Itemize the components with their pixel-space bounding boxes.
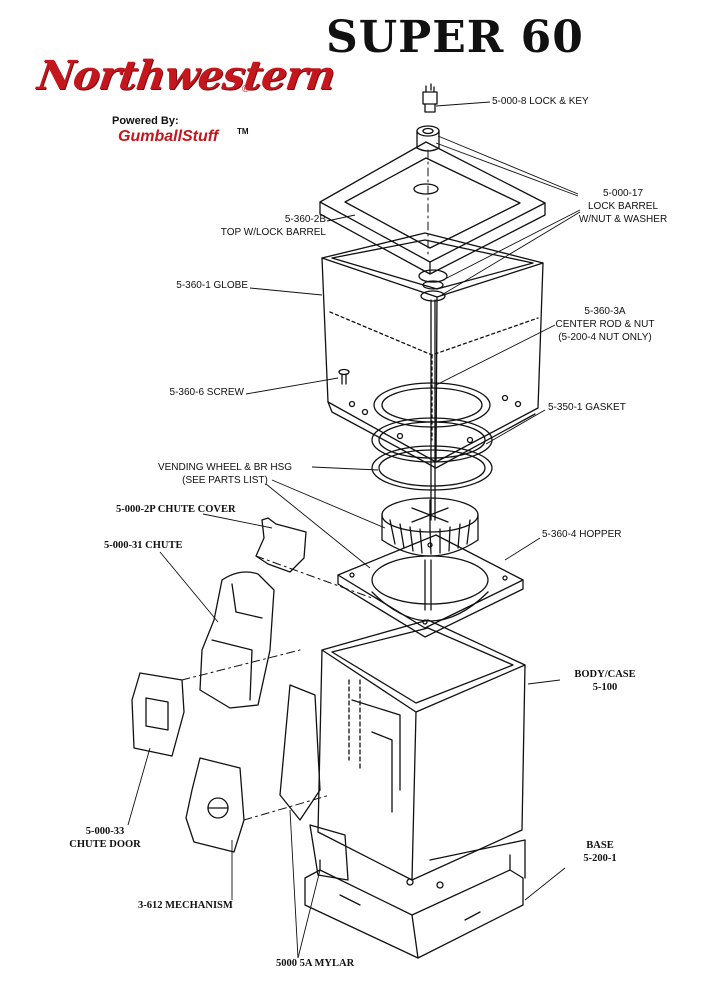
label-lock-key: 5-000-8 LOCK & KEY [492,96,589,107]
mylar-part [279,684,349,881]
label-top-name: TOP W/LOCK BARREL [220,227,326,238]
label-hopper: 5-360-4 HOPPER [542,529,622,540]
label-lock-barrel-name: LOCK BARREL [587,201,659,212]
chute-part [199,571,275,709]
chute-cover-part [255,517,307,573]
label-gasket: 5-350-1 GASKET [548,402,626,413]
base-part [304,839,526,959]
label-base-num: 5-200-1 [583,853,617,864]
diagram-title: SUPER 60 [326,12,584,63]
mechanism-part [185,757,245,853]
label-top-num: 5-360-2B [284,214,326,225]
label-vending-wheel-note: (SEE PARTS LIST) [182,475,268,486]
gumballstuff-logo: GumballStuff [118,128,219,145]
label-mylar: 5000 5A MYLAR [276,958,355,969]
lock-key-part [422,83,438,113]
body-case-part [317,619,526,881]
label-lock-barrel-num: 5-000-17 [602,188,644,199]
label-screw: 5-360-6 SCREW [169,387,244,398]
label-chute-cover: 5-000-2P CHUTE COVER [116,504,236,515]
gasket-part [371,417,493,491]
label-chute-door-name: CHUTE DOOR [69,839,141,850]
chute-door-part [131,672,185,757]
registered-mark: ® [242,84,250,95]
label-body-num: 5-100 [592,682,618,693]
powered-by-text: Powered By: [112,115,179,127]
screw-part [338,368,350,385]
label-chute-door-num: 5-000-33 [85,826,125,837]
label-center-rod-num: 5-360-3A [584,306,626,317]
center-rod-part [430,299,436,521]
trademark-mark: TM [237,127,249,136]
label-lock-barrel-desc: W/NUT & WASHER [578,214,668,225]
northwestern-logo: Northwestern [34,52,338,99]
label-base-name: BASE [586,840,614,851]
label-mechanism: 3-612 MECHANISM [138,900,233,911]
label-center-rod-note: (5-200-4 NUT ONLY) [558,332,652,343]
label-vending-wheel-name: VENDING WHEEL & BR HSG [157,462,293,473]
label-chute: 5-000-31 CHUTE [104,540,183,551]
label-globe: 5-360-1 GLOBE [176,280,248,291]
label-center-rod-name: CENTER ROD & NUT [555,319,655,330]
globe-part [321,232,544,469]
label-body-name: BODY/CASE [574,669,636,680]
leader-lines [127,101,581,959]
top-part [319,141,546,275]
vending-wheel-part [381,497,479,557]
